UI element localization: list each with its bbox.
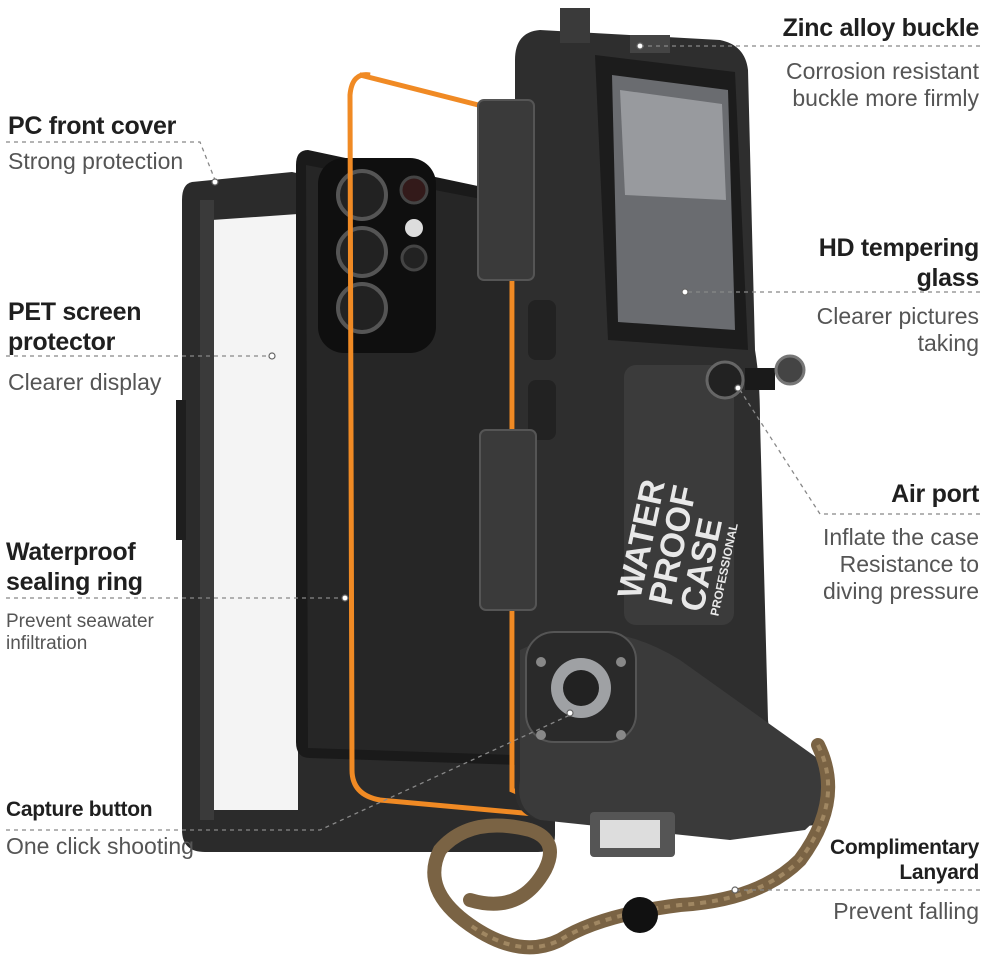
feature-desc-line2: buckle more firmly	[792, 84, 979, 111]
feature-title-line2: sealing ring	[6, 567, 143, 596]
feature-title-line2: protector	[8, 327, 116, 356]
feature-desc-line2: taking	[917, 330, 979, 357]
feature-title-line1: Waterproof	[6, 538, 136, 566]
callout-lines	[6, 45, 980, 891]
feature-complimentary-lanyard: Complimentary Lanyard Prevent falling	[830, 836, 979, 925]
feature-title-line1: PET screen	[8, 298, 142, 326]
feature-title-line2: glass	[916, 263, 980, 292]
feature-pet-screen-protector: PET screen protector Clearer display	[8, 298, 161, 396]
feature-air-port: Air port Inflate the case Resistance to …	[823, 480, 979, 605]
feature-capture-button: Capture button One click shooting	[6, 798, 194, 860]
feature-hd-tempering-glass: HD tempering glass Clearer pictures taki…	[816, 234, 980, 357]
feature-desc: Clearer display	[8, 369, 162, 395]
feature-zinc-alloy-buckle: Zinc alloy buckle Corrosion resistant bu…	[782, 14, 980, 112]
feature-title: PC front cover	[8, 112, 177, 140]
feature-desc: Strong protection	[8, 147, 184, 174]
feature-waterproof-sealing-ring: Waterproof sealing ring Prevent seawater…	[6, 538, 154, 656]
feature-title-line1: HD tempering	[818, 234, 980, 262]
feature-desc-line3: diving pressure	[823, 577, 979, 604]
feature-desc-line1: Clearer pictures	[816, 303, 979, 329]
case-body-image	[477, 8, 828, 857]
case-print: WATER PROOF CASE PROFESSIONAL	[611, 476, 741, 617]
feature-desc: Prevent falling	[833, 897, 979, 924]
feature-desc-line1: Inflate the case	[823, 523, 979, 550]
feature-desc-line1: Corrosion resistant	[785, 57, 979, 84]
lanyard-image	[427, 738, 836, 955]
callout-dots	[211, 42, 742, 894]
feature-desc-line2: infiltration	[6, 633, 88, 655]
feature-title-line2: Lanyard	[899, 860, 979, 884]
feature-pc-front-cover: PC front cover Strong protection	[8, 112, 183, 175]
feature-desc-line1: Prevent seawater	[6, 611, 154, 632]
feature-title: Air port	[891, 480, 979, 508]
feature-title-line1: Complimentary	[830, 836, 979, 859]
feature-title: Zinc alloy buckle	[782, 14, 980, 42]
feature-desc: One click shooting	[6, 832, 194, 859]
feature-desc-line2: Resistance to	[839, 550, 979, 577]
feature-title: Capture button	[6, 798, 153, 821]
